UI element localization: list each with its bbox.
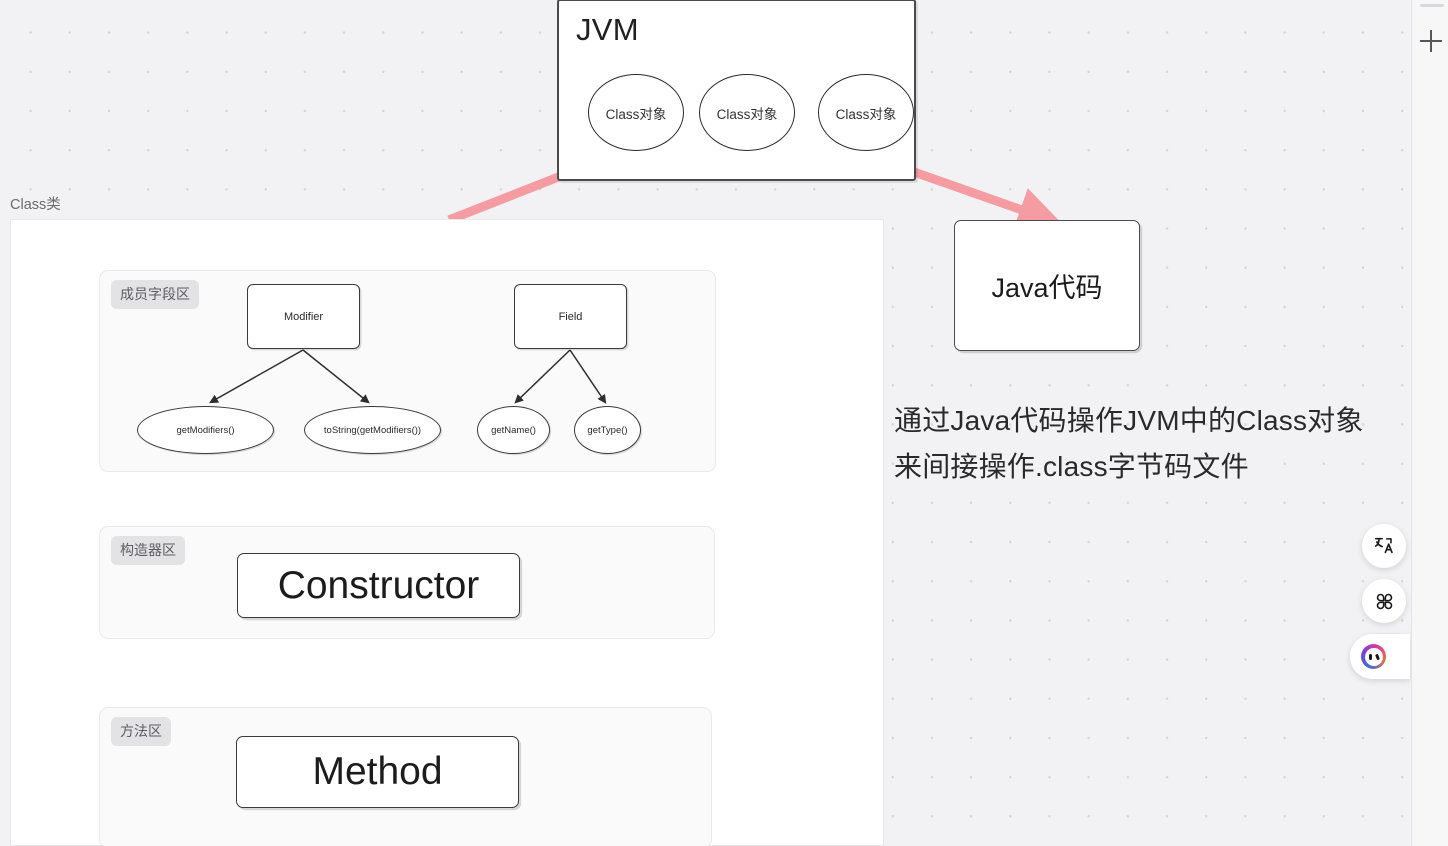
class-panel-label: Class类 [10, 197, 61, 213]
apps-grid-button[interactable] [1362, 579, 1406, 623]
get-type-node[interactable]: getType() [574, 406, 641, 454]
java-code-box[interactable]: Java代码 [954, 220, 1140, 351]
right-sidebar[interactable] [1411, 0, 1448, 846]
member-field-section[interactable]: 成员字段区 Modifier Field getModifiers() toSt… [99, 270, 716, 472]
section-tag: 成员字段区 [111, 280, 199, 309]
class-object-ellipse[interactable]: Class对象 [699, 74, 795, 151]
caption-line-2: 来间接操作.class字节码文件 [894, 451, 1249, 482]
caption-text: 通过Java代码操作JVM中的Class对象 来间接操作.class字节码文件 [894, 398, 1394, 490]
class-object-ellipse[interactable]: Class对象 [588, 74, 684, 151]
constructor-section[interactable]: 构造器区 Constructor [99, 526, 715, 639]
tree-connector-layer [209, 349, 607, 404]
translate-button[interactable] [1362, 524, 1406, 568]
method-section[interactable]: 方法区 Method [99, 707, 712, 846]
sidebar-handle[interactable] [1420, 4, 1444, 7]
floating-toolbar[interactable] [1362, 524, 1406, 634]
section-tag: 构造器区 [111, 536, 185, 565]
modifier-node[interactable]: Modifier [247, 284, 360, 349]
section-tag: 方法区 [111, 717, 171, 746]
class-object-ellipse[interactable]: Class对象 [818, 74, 914, 151]
jvm-box[interactable]: JVM Class对象 Class对象 Class对象 [557, 0, 916, 181]
method-box[interactable]: Method [236, 736, 519, 808]
constructor-box[interactable]: Constructor [237, 553, 520, 618]
jvm-title: JVM [576, 12, 639, 47]
field-node[interactable]: Field [514, 284, 627, 349]
assistant-chat-button[interactable] [1350, 634, 1410, 679]
class-panel[interactable]: 成员字段区 Modifier Field getModifiers() toSt… [10, 219, 884, 846]
assistant-chat-icon [1361, 644, 1386, 669]
caption-line-1: 通过Java代码操作JVM中的Class对象 [894, 405, 1364, 436]
translate-icon [1374, 537, 1393, 554]
plus-icon[interactable] [1420, 30, 1442, 52]
get-name-node[interactable]: getName() [477, 406, 550, 454]
to-string-get-modifiers-node[interactable]: toString(getModifiers()) [304, 406, 441, 454]
arrow-jvm-to-java-code [912, 167, 1063, 231]
get-modifiers-node[interactable]: getModifiers() [137, 406, 274, 454]
apps-grid-icon [1376, 593, 1392, 609]
